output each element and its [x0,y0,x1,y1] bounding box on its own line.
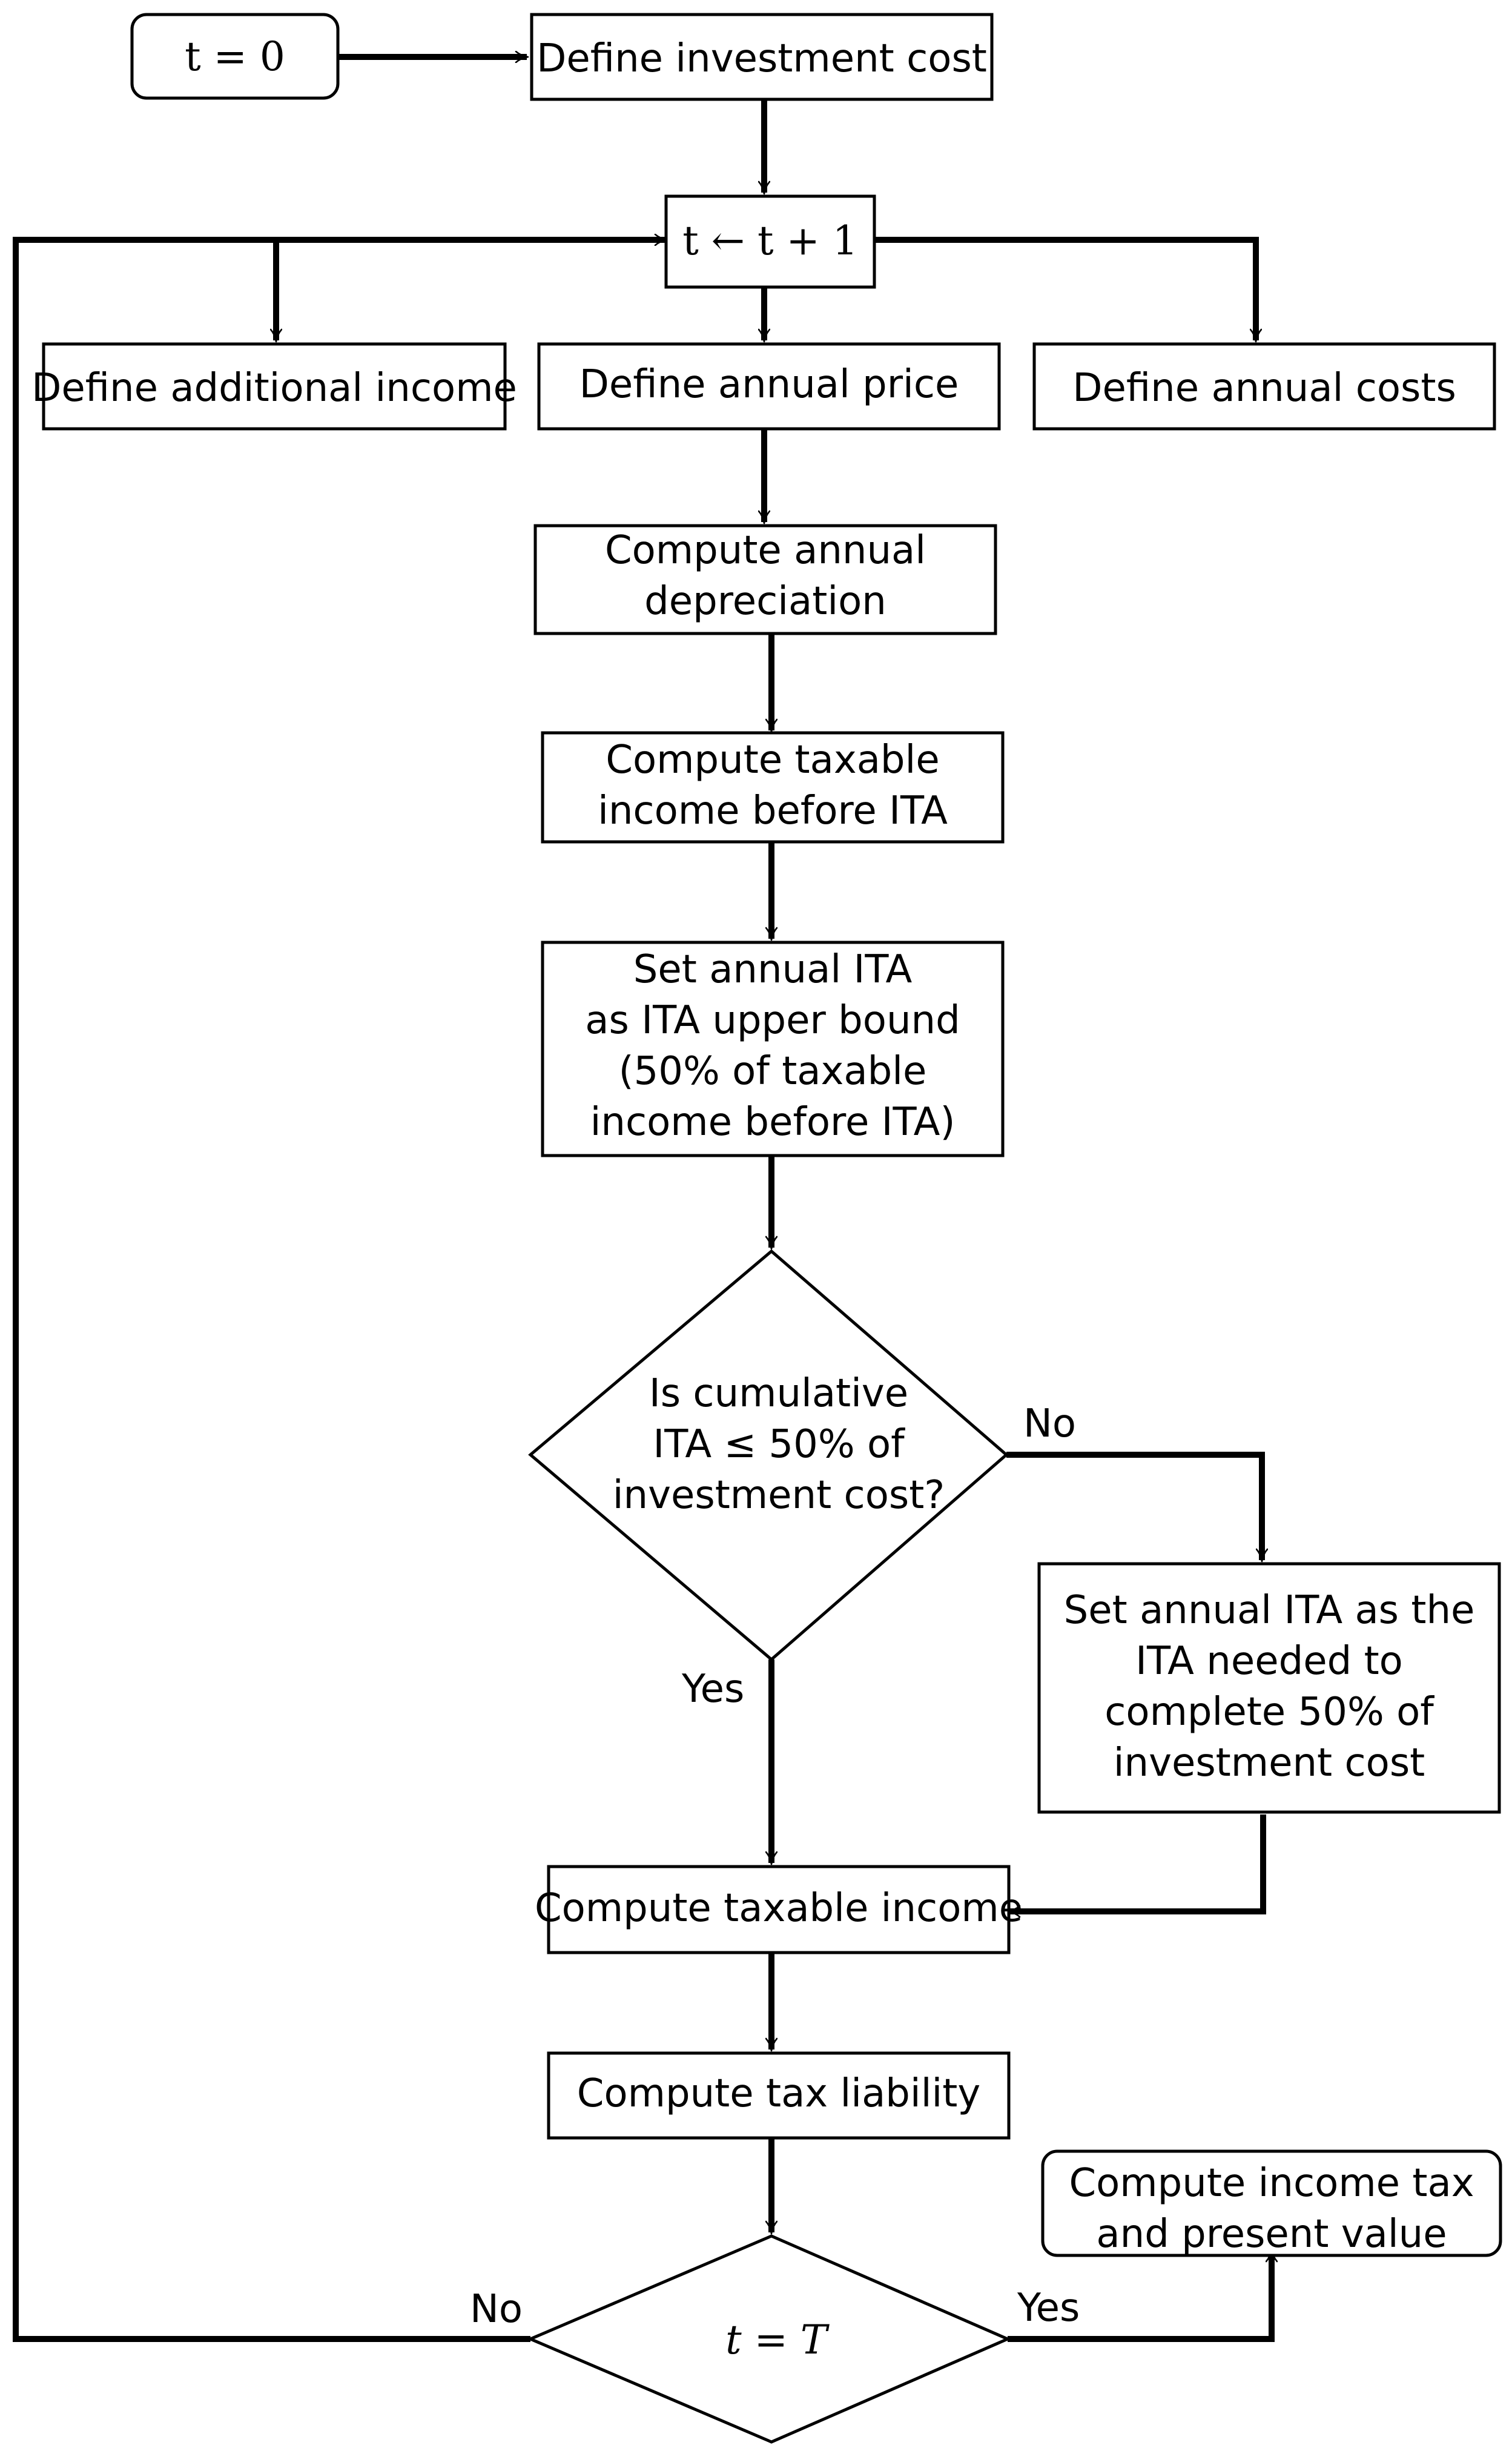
node-compute-income-tax-line-2: and present value [1096,2212,1447,2257]
node-define-investment-cost-label: Define investment cost [536,36,987,81]
node-set-annual-ita-needed: Set annual ITA as the ITA needed to comp… [1037,1562,1501,1814]
node-define-annual-price-label: Define annual price [579,362,959,407]
edge-label-end-yes: Yes [1017,2286,1080,2331]
edge-label-end-no: No [470,2287,523,2332]
node-compute-taxable-income-before-ita: Compute taxable income before ITA [541,731,1005,844]
node-compute-taxable-income-before-ita-line-2: income before ITA [598,789,948,833]
node-define-additional-income: Define additional income [31,342,517,431]
node-compute-annual-depreciation: Compute annual depreciation [533,524,997,635]
node-compute-tax-liability-label: Compute tax liability [577,2071,980,2116]
decision-cumulative-ita-line-1: Is cumulative [649,1371,908,1416]
node-compute-taxable-income: Compute taxable income [535,1865,1023,1954]
decision-t-equals-T-label: t = T [725,2317,830,2363]
node-set-annual-ita-upper-bound-line-4: income before ITA) [590,1100,956,1145]
node-compute-annual-depreciation-line-2: depreciation [644,579,886,624]
edge-labels: No Yes No Yes [470,1401,1080,2332]
decision-cumulative-ita-line-2: ITA ≤ 50% of [653,1422,905,1467]
edges [13,57,1272,2342]
node-compute-tax-liability: Compute tax liability [547,2051,1011,2140]
node-increment-t-label: t ← t + 1 [682,217,858,264]
node-start-label: t = 0 [185,33,285,80]
node-set-annual-ita-needed-line-4: investment cost [1114,1741,1425,1785]
edge-set-ita-needed-to-taxable-income [1009,1814,1266,1911]
node-set-annual-ita-upper-bound-line-3: (50% of taxable [619,1049,927,1094]
node-compute-income-tax-line-1: Compute income tax [1069,2161,1474,2206]
node-set-annual-ita-needed-line-3: complete 50% of [1104,1690,1434,1735]
decision-cumulative-ita-line-3: investment cost? [613,1473,945,1518]
edge-decision-no-to-set-ita-needed [1006,1452,1262,1560]
node-start: t = 0 [130,13,340,100]
node-compute-taxable-income-label: Compute taxable income [535,1886,1023,1931]
node-compute-annual-depreciation-line-1: Compute annual [605,528,926,573]
edge-end-yes-to-income-tax-pv [1008,2251,1272,2342]
edge-label-cumulative-no: No [1023,1401,1076,1446]
node-increment-t: t ← t + 1 [664,194,876,289]
node-compute-taxable-income-before-ita-line-1: Compute taxable [606,738,939,782]
node-define-investment-cost: Define investment cost [530,13,994,101]
decision-cumulative-ita: Is cumulative ITA ≤ 50% of investment co… [528,1249,1009,1662]
node-define-annual-costs: Define annual costs [1032,342,1496,431]
node-set-annual-ita-upper-bound-line-2: as ITA upper bound [585,998,960,1043]
node-set-annual-ita-needed-line-1: Set annual ITA as the [1064,1588,1475,1633]
node-set-annual-ita-upper-bound-line-1: Set annual ITA [633,947,913,992]
node-set-annual-ita-needed-line-2: ITA needed to [1135,1639,1403,1684]
edge-label-cumulative-yes: Yes [681,1667,744,1712]
node-define-additional-income-label: Define additional income [31,366,517,411]
edge-end-no-loop-back [13,240,666,2342]
node-compute-income-tax-and-present-value: Compute income tax and present value [1041,2149,1502,2257]
edge-increment-to-additional-income [276,237,666,340]
node-define-annual-price: Define annual price [537,342,1001,431]
edge-increment-to-annual-costs [874,237,1256,340]
decision-t-equals-T: t = T [526,2234,1012,2444]
node-set-annual-ita-upper-bound: Set annual ITA as ITA upper bound (50% o… [541,941,1005,1157]
node-define-annual-costs-label: Define annual costs [1072,366,1456,411]
